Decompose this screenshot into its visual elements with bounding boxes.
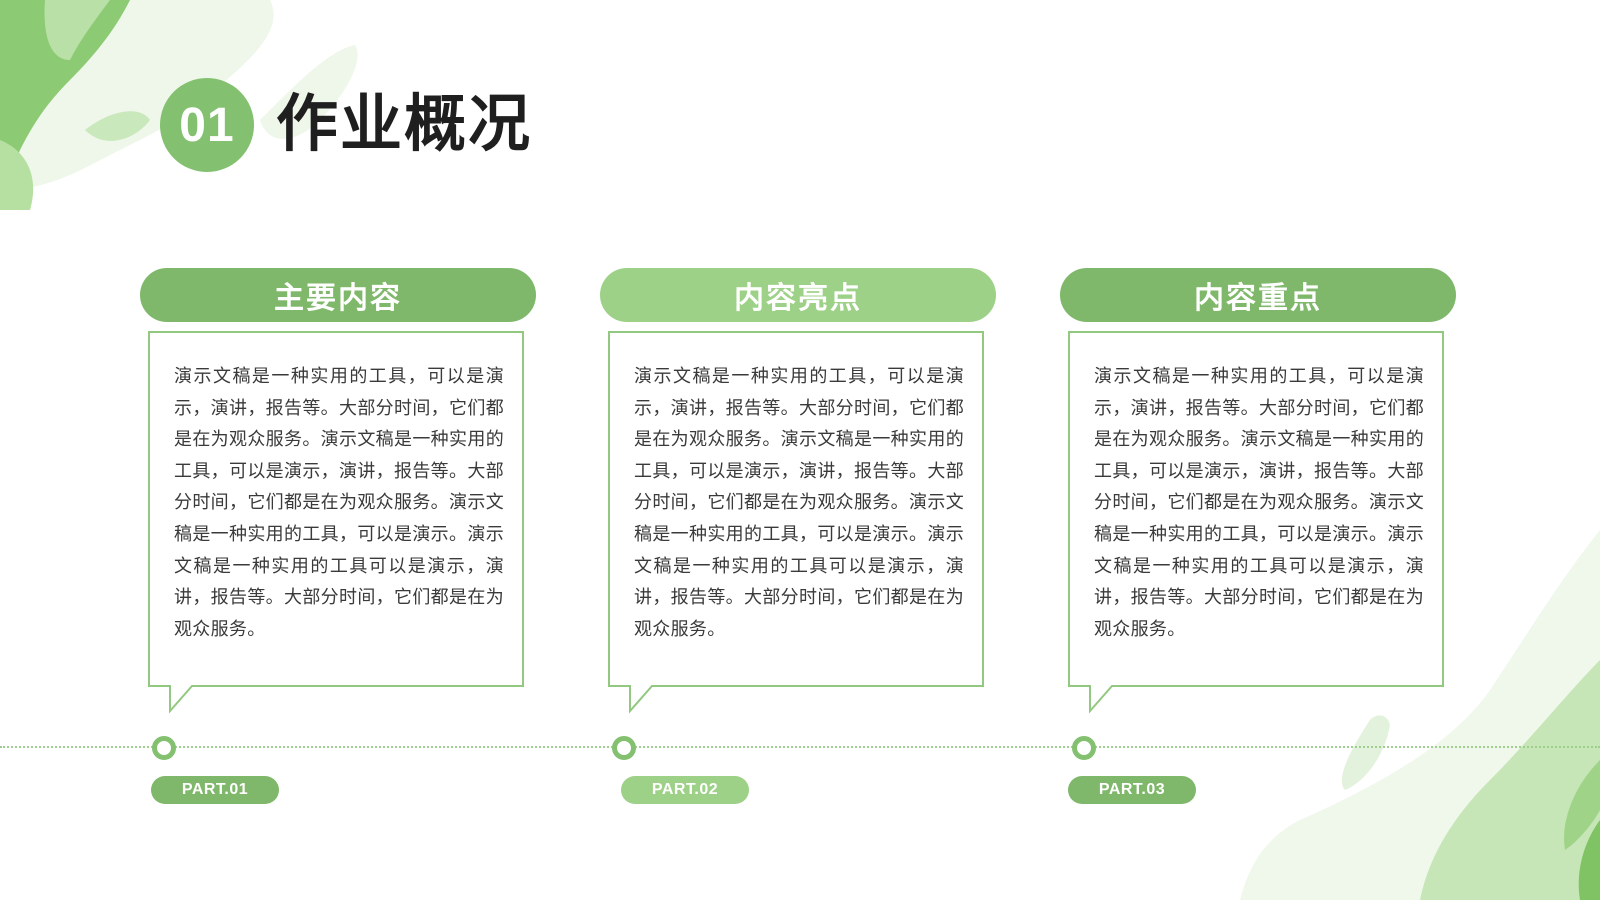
timeline-node-1 [152,736,176,760]
section-title: 作业概况 [276,87,533,160]
part-label-2: PART.02 [621,776,749,804]
part-label-1: PART.01 [151,776,279,804]
card-body-3: 演示文稿是一种实用的工具，可以是演示，演讲，报告等。大部分时间，它们都是在为观众… [1068,331,1444,714]
card-header-1: 主要内容 [140,268,536,322]
section-number-badge: 01 [160,78,254,172]
speech-bubble-outline [1068,331,1444,714]
card-text-3: 演示文稿是一种实用的工具，可以是演示，演讲，报告等。大部分时间，它们都是在为观众… [1094,366,1424,640]
timeline-node-2 [612,736,636,760]
card-text-2: 演示文稿是一种实用的工具，可以是演示，演讲，报告等。大部分时间，它们都是在为观众… [634,366,964,640]
part-label-3: PART.03 [1068,776,1196,804]
speech-bubble-outline [608,331,984,714]
timeline-line [0,746,1600,748]
card-header-2: 内容亮点 [600,268,996,322]
speech-bubble-outline [148,331,524,714]
card-text-1: 演示文稿是一种实用的工具，可以是演示，演讲，报告等。大部分时间，它们都是在为观众… [174,366,504,640]
card-header-3: 内容重点 [1060,268,1456,322]
timeline-node-3 [1072,736,1096,760]
card-body-2: 演示文稿是一种实用的工具，可以是演示，演讲，报告等。大部分时间，它们都是在为观众… [608,331,984,714]
card-body-1: 演示文稿是一种实用的工具，可以是演示，演讲，报告等。大部分时间，它们都是在为观众… [148,331,524,714]
